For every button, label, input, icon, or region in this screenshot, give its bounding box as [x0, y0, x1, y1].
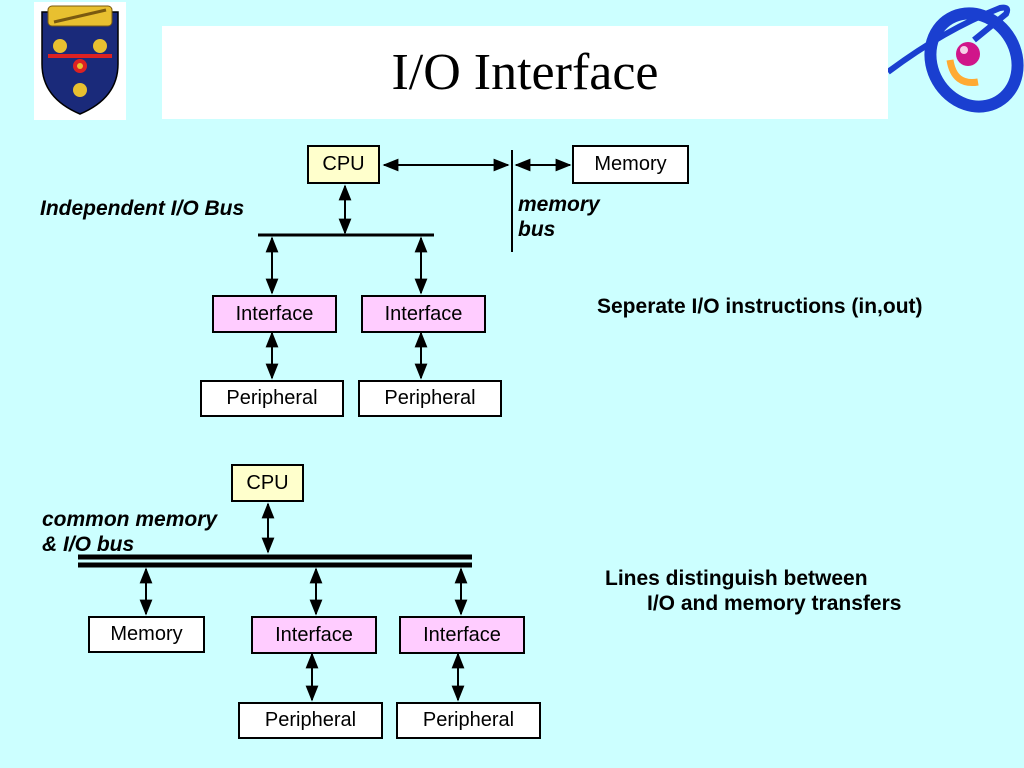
cpu-label: CPU	[246, 471, 289, 494]
memory-bus-label: memory bus	[518, 192, 600, 242]
note-line-1: Lines distinguish between	[605, 567, 868, 590]
separate-io-note: Seperate I/O instructions (in,out)	[597, 295, 923, 318]
memory-bus-label-line-2: bus	[518, 218, 556, 241]
memory-bus-label-line-1: memory	[518, 193, 600, 216]
cpu-label: CPU	[322, 153, 365, 175]
interface-label: Interface	[384, 302, 463, 325]
memory-label: Memory	[110, 623, 183, 645]
note-line-2: I/O and memory transfers	[647, 592, 902, 615]
common-bus-label-line-1: common memory	[42, 508, 218, 531]
memory-box-top: Memory	[572, 145, 689, 184]
common-bus-label: common memory & I/O bus	[42, 507, 217, 557]
cpu-box-top: CPU	[307, 145, 380, 184]
interface-box-2: Interface	[361, 295, 486, 333]
interface-box-3: Interface	[251, 616, 377, 654]
peripheral-box-1: Peripheral	[200, 380, 344, 417]
interface-box-4: Interface	[399, 616, 525, 654]
peripheral-box-2: Peripheral	[358, 380, 502, 417]
interface-label: Interface	[275, 623, 353, 646]
cpu-box-bottom: CPU	[231, 464, 304, 502]
peripheral-box-3: Peripheral	[238, 702, 383, 739]
swoosh-logo	[884, 0, 1024, 122]
title-banner: I/O Interface	[162, 26, 888, 119]
peripheral-box-4: Peripheral	[396, 702, 541, 739]
common-bus-label-line-2: & I/O bus	[42, 533, 135, 556]
interface-label: Interface	[235, 302, 314, 325]
peripheral-label: Peripheral	[384, 387, 476, 409]
peripheral-label: Peripheral	[422, 709, 515, 731]
page-title: I/O Interface	[391, 44, 659, 101]
memory-box-bottom: Memory	[88, 616, 205, 653]
interface-box-1: Interface	[212, 295, 337, 333]
peripheral-label: Peripheral	[264, 709, 357, 731]
memory-label: Memory	[594, 153, 667, 175]
peripheral-label: Peripheral	[226, 387, 318, 409]
independent-io-bus-label: Independent I/O Bus	[40, 197, 245, 220]
university-crest	[34, 2, 126, 120]
lines-distinguish-note: Lines distinguish between I/O and memory…	[605, 566, 901, 616]
interface-label: Interface	[423, 623, 501, 646]
